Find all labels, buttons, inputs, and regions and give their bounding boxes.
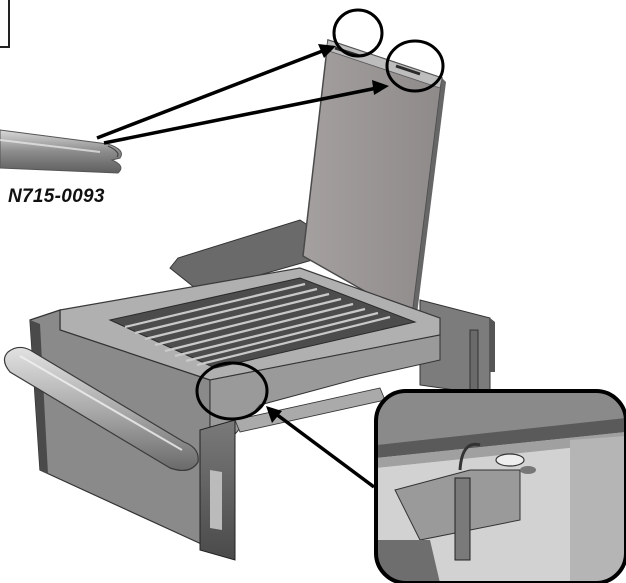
gasket-part — [0, 129, 122, 174]
basket-body — [3, 267, 479, 561]
part-number-label: N715-0093 — [8, 186, 105, 207]
detail-inset — [374, 389, 626, 583]
arrow-to-top-right-icon — [103, 86, 378, 145]
callout-circles — [195, 8, 445, 421]
callout-circle-front — [195, 361, 269, 421]
arrow-to-front-icon — [274, 412, 376, 489]
callout-arrows — [96, 44, 389, 489]
arrow-to-top-left-icon — [96, 48, 326, 140]
basket-grid — [124, 282, 391, 367]
frame-corner-mark — [0, 0, 10, 48]
callout-circle-top-right — [385, 39, 445, 93]
callout-circle-top-left — [332, 8, 384, 58]
